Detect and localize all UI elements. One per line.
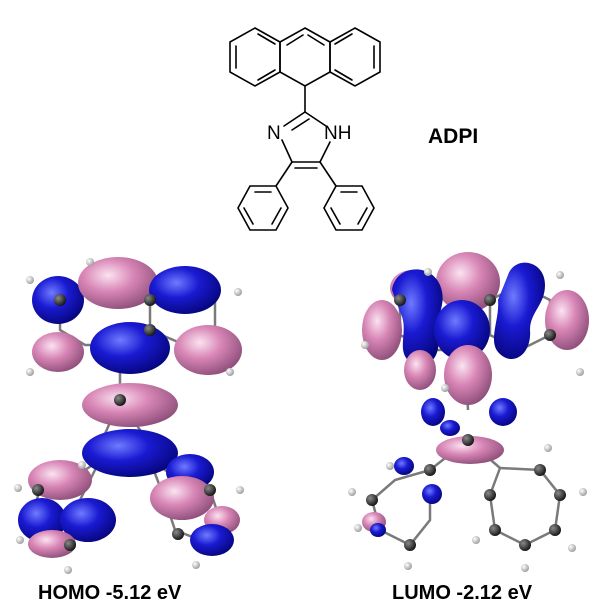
atom-n-label: N — [267, 123, 281, 144]
homo-lobes — [18, 257, 242, 558]
lumo-lobes — [362, 252, 589, 537]
homo-label: HOMO -5.12 eV — [38, 582, 182, 603]
chemical-structure: N NH ADPI — [229, 27, 478, 231]
homo-orbital: HOMO -5.12 eV — [14, 257, 244, 603]
homo-atoms — [14, 258, 244, 574]
atom-nh-label: NH — [324, 123, 351, 144]
imidazole-ring: N NH — [267, 111, 351, 169]
lumo-atoms — [348, 268, 587, 572]
molecule-name: ADPI — [428, 125, 478, 148]
anthracene-rings — [229, 27, 381, 87]
lumo-label: LUMO -2.12 eV — [392, 582, 533, 603]
lumo-orbital: LUMO -2.12 eV — [348, 252, 589, 603]
phenyl-left — [237, 185, 289, 231]
phenyl-right — [323, 185, 375, 231]
